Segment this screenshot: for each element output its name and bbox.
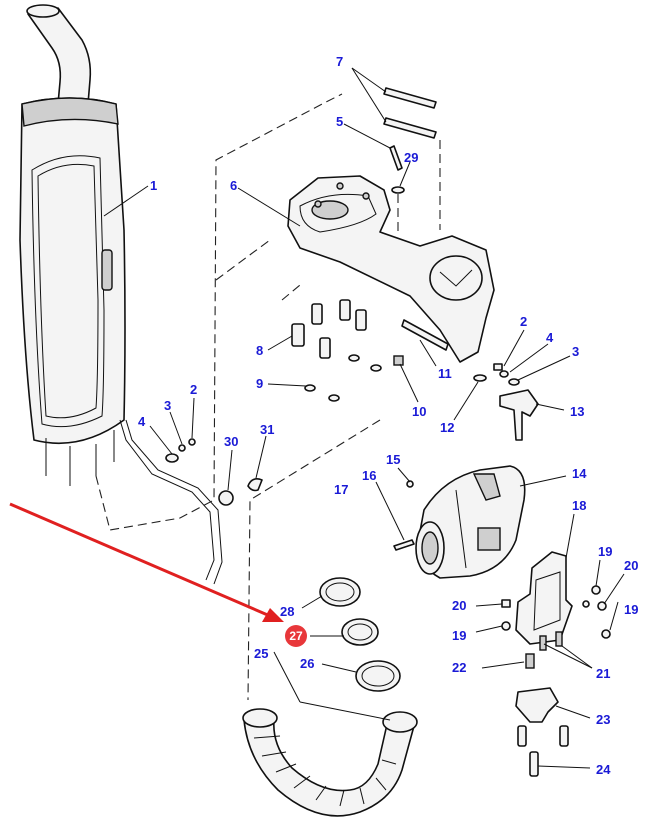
- air-cleaner: [415, 465, 526, 579]
- label-21: 21: [596, 666, 610, 681]
- screw: [393, 539, 415, 551]
- support-strap: [119, 419, 215, 581]
- intake-hose: [242, 708, 418, 817]
- label-22: 22: [452, 660, 466, 675]
- label-28: 28: [280, 604, 294, 619]
- mounting-bracket: [515, 551, 573, 669]
- long-bolt: [401, 319, 449, 351]
- label-2-left: 2: [190, 382, 197, 397]
- muffler: [19, 4, 126, 486]
- nut: [218, 490, 234, 506]
- label-31: 31: [260, 422, 274, 437]
- label-14: 14: [572, 466, 587, 481]
- label-11: 11: [438, 366, 452, 381]
- label-8: 8: [256, 343, 263, 358]
- label-19-top: 19: [598, 544, 612, 559]
- label-3-right: 3: [572, 344, 579, 359]
- label-18: 18: [572, 498, 586, 513]
- label-4-left: 4: [138, 414, 146, 429]
- label-13: 13: [570, 404, 584, 419]
- label-30: 30: [224, 434, 238, 449]
- bolt: [389, 145, 403, 171]
- clamps: [319, 577, 401, 692]
- assembly-outline: [95, 93, 441, 701]
- label-29: 29: [404, 150, 418, 165]
- label-19-left: 19: [452, 628, 466, 643]
- label-16: 16: [362, 468, 376, 483]
- label-12: 12: [440, 420, 454, 435]
- label-20-right: 20: [624, 558, 638, 573]
- rods: [383, 87, 437, 139]
- label-3-left: 3: [164, 398, 171, 413]
- label-19-right: 19: [624, 602, 638, 617]
- label-17: 17: [334, 482, 348, 497]
- bracket-plate: [473, 363, 539, 441]
- leader-lines: [103, 67, 625, 769]
- part-labels: 1 6 7 5 29 8 9 10 11 12 2 4 3 13 4 3 2 3…: [138, 54, 638, 777]
- label-20-left: 20: [452, 598, 466, 613]
- label-27: 27: [289, 629, 303, 643]
- label-2-right: 2: [520, 314, 527, 329]
- washer: [391, 186, 405, 194]
- label-24: 24: [596, 762, 611, 777]
- label-5: 5: [336, 114, 343, 129]
- highlighted-part-badge[interactable]: 27: [285, 625, 307, 647]
- label-9: 9: [256, 376, 263, 391]
- label-10: 10: [412, 404, 426, 419]
- label-26: 26: [300, 656, 314, 671]
- spacers: [291, 299, 404, 402]
- highlight-circle: [285, 625, 307, 647]
- label-1: 1: [150, 178, 157, 193]
- washers-19-20: [501, 585, 611, 639]
- label-6: 6: [230, 178, 237, 193]
- label-15: 15: [386, 452, 400, 467]
- plate: [515, 687, 559, 723]
- label-7: 7: [336, 54, 343, 69]
- label-23: 23: [596, 712, 610, 727]
- support-beam: [287, 175, 495, 363]
- clip: [247, 478, 263, 492]
- left-hardware: [165, 438, 196, 463]
- label-25: 25: [254, 646, 268, 661]
- red-arrow-icon: [9, 502, 284, 622]
- label-4-right: 4: [546, 330, 554, 345]
